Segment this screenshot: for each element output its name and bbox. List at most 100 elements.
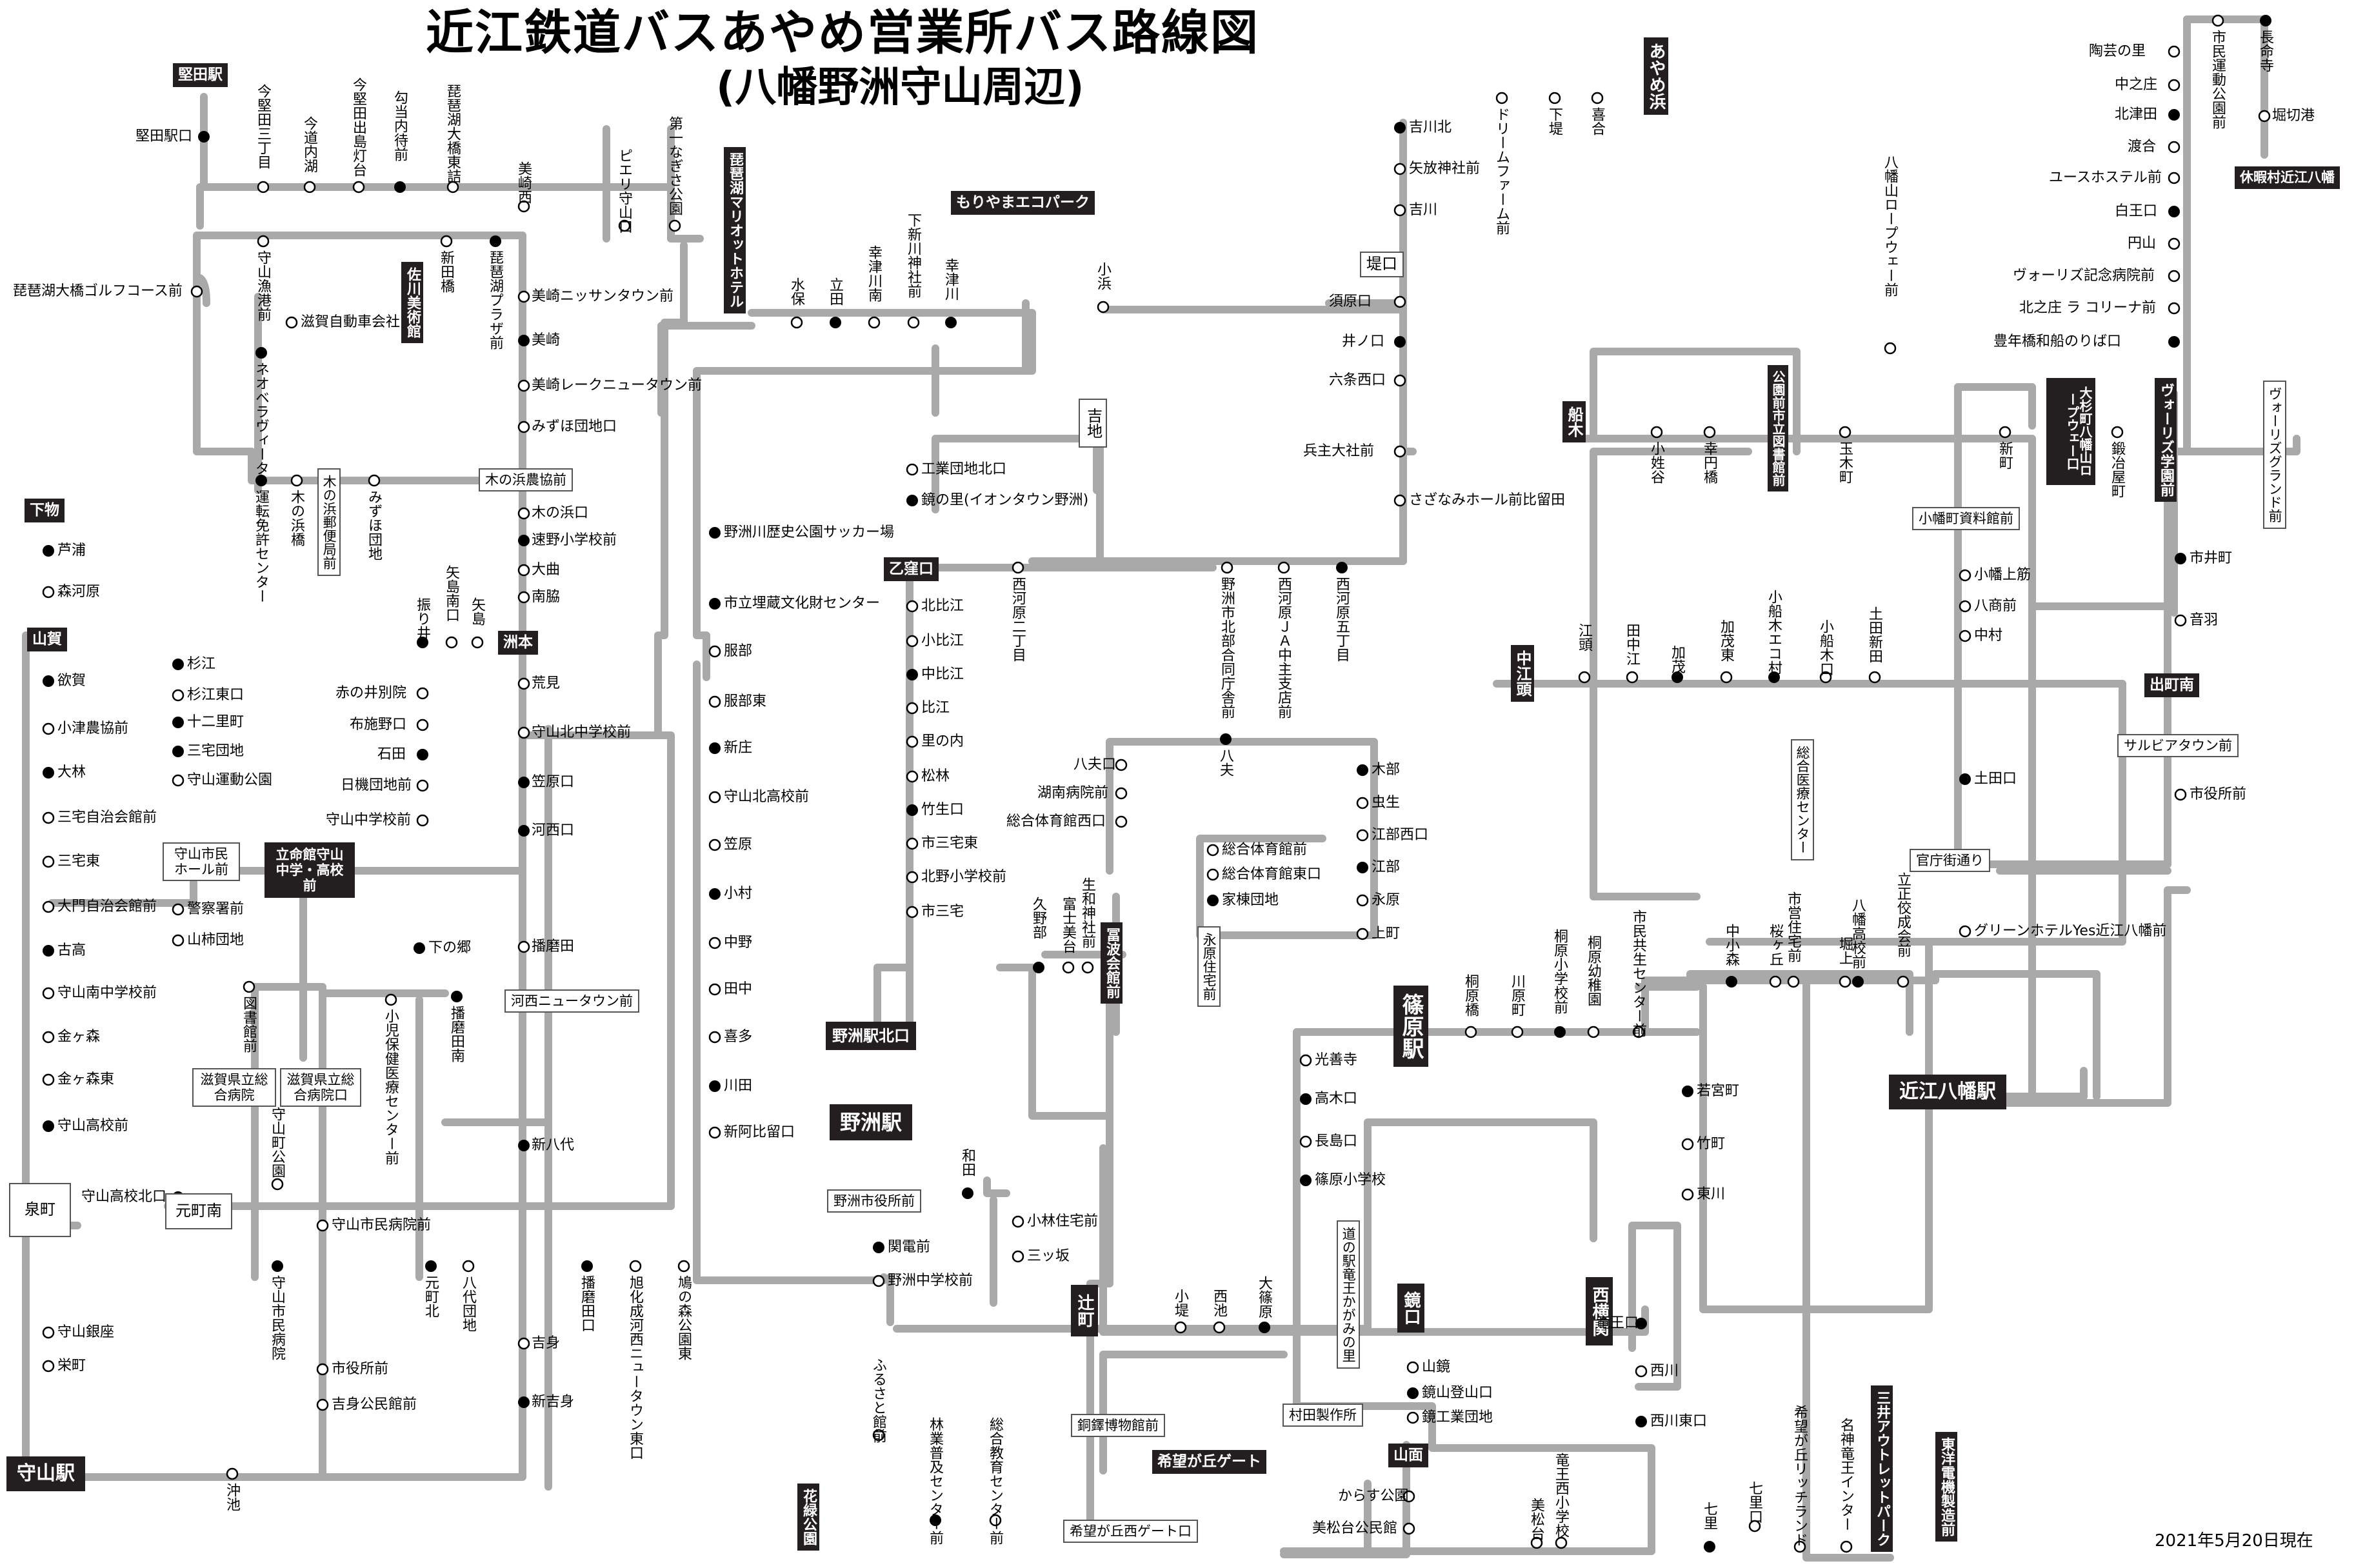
stop-marker-moriyama_civic_hosp[interactable]	[316, 1219, 329, 1232]
stop-marker-harimada[interactable]	[517, 940, 530, 953]
stop-label-tsuchida[interactable]: 土田口	[1974, 771, 2017, 787]
stop-label-shinhachi[interactable]: 新八代	[532, 1137, 575, 1153]
hub-kibo-gate[interactable]: 希望が丘ゲート	[1152, 1450, 1266, 1474]
box-muratasei[interactable]: 村田製作所	[1282, 1404, 1363, 1427]
stop-label-vories_hosp[interactable]: ヴォーリズ記念病院前	[2013, 268, 2155, 284]
stop-label-mushiu[interactable]: 虫生	[1372, 795, 1401, 811]
hub-vories-gakuen[interactable]: ヴォーリズ学園前	[2155, 378, 2177, 502]
box-shiga-hosp2[interactable]: 滋賀県立総合病院口	[280, 1068, 361, 1107]
box-kibogaoka[interactable]: 希望が丘西ゲート口	[1063, 1520, 1198, 1543]
stop-label-shimin_kyosei[interactable]: 市民共生センター前	[1630, 909, 1646, 1037]
stop-marker-library[interactable]	[243, 980, 255, 993]
stop-label-tomi[interactable]: 富士美台	[1060, 897, 1076, 953]
stop-label-hachiman_rope[interactable]: 八幡山ロープウェー前	[1882, 155, 1898, 297]
stop-label-yaso_hosp[interactable]: 湖南病院前	[1037, 785, 1109, 801]
stop-marker-kajiyamachi[interactable]	[2111, 426, 2124, 439]
stop-marker-obayashi[interactable]	[43, 767, 54, 779]
stop-label-kasai[interactable]: 河西口	[532, 822, 575, 839]
stop-marker-oshinohara[interactable]	[1259, 1322, 1270, 1333]
stop-marker-ashiura[interactable]	[43, 545, 54, 557]
stop-label-kajiyamachi[interactable]: 鍛冶屋町	[2109, 441, 2125, 498]
hub-katata[interactable]: 堅田駅	[173, 63, 228, 87]
stop-label-nanasato2[interactable]: 七里口	[1746, 1481, 1762, 1523]
stop-label-sogo_edu[interactable]: 総合教育センター前	[987, 1417, 1003, 1545]
stop-label-furusato[interactable]: ふるさと館前	[870, 1358, 886, 1443]
stop-marker-takagi[interactable]	[1300, 1093, 1312, 1105]
stop-marker-obama[interactable]	[1097, 301, 1110, 313]
stop-label-shiraou[interactable]: 白王口	[2115, 203, 2158, 219]
stop-marker-nagisa[interactable]	[668, 219, 681, 232]
stop-marker-motocho_n[interactable]	[425, 1260, 437, 1272]
stop-marker-hachiman_rope[interactable]	[1884, 342, 1897, 355]
stop-label-nakamura2[interactable]: 中村	[1974, 628, 2003, 644]
stop-marker-kogyo[interactable]	[906, 463, 919, 476]
stop-label-toei[interactable]: 陶芸の里	[2089, 43, 2146, 59]
stop-marker-ryuo_w_es[interactable]	[1555, 1536, 1568, 1549]
stop-label-mizuho_s[interactable]: 水保	[788, 277, 804, 306]
stop-label-chomei[interactable]: 長命寺	[2257, 30, 2273, 72]
stop-marker-morikawara[interactable]	[42, 586, 55, 599]
stop-label-sogo_gym_w[interactable]: 総合体育館西口	[1006, 813, 1106, 829]
stop-label-kita[interactable]: 喜多	[724, 1029, 753, 1045]
stop-marker-tanakae[interactable]	[1626, 671, 1639, 684]
stop-label-moriyama_hosp[interactable]: 守山市民病院	[269, 1275, 285, 1360]
stop-marker-ko_hie[interactable]	[906, 635, 919, 648]
stop-label-suhara[interactable]: 須原口	[1329, 293, 1372, 310]
stop-label-morikawara[interactable]: 森河原	[57, 584, 101, 600]
stop-label-misaki[interactable]: 美崎	[532, 332, 561, 348]
stop-marker-nakakomori[interactable]	[1726, 976, 1737, 987]
stop-label-miyake[interactable]: 三宅団地	[187, 743, 244, 759]
stop-label-yahata[interactable]: 矢放神社前	[1409, 161, 1481, 177]
stop-marker-kokko[interactable]	[1394, 122, 1406, 134]
box-sogo-iryo[interactable]: 総合医療センター	[1791, 739, 1815, 860]
stop-marker-hattori[interactable]	[708, 645, 721, 658]
stop-label-kobayashi[interactable]: 小林住宅前	[1027, 1213, 1099, 1229]
hub-yamazura[interactable]: 山面	[1388, 1444, 1428, 1467]
stop-marker-akanoi[interactable]	[416, 687, 429, 700]
stop-marker-kibo_rich[interactable]	[1793, 1540, 1806, 1553]
stop-marker-mitsuzaka[interactable]	[1012, 1250, 1024, 1263]
stop-marker-ebe_w[interactable]	[1356, 829, 1369, 842]
stop-label-arami[interactable]: 荒見	[532, 675, 561, 691]
stop-label-moriyama_hs_n[interactable]: 守山高校北口	[81, 1189, 167, 1205]
hub-shinohara-station[interactable]: 篠原駅	[1393, 986, 1428, 1067]
box-kinohama-post[interactable]: 木の浜郵便局前	[317, 468, 341, 576]
hub-biwako-marriott[interactable]: 琵琶湖マリオットホテル	[724, 147, 746, 313]
stop-marker-wada[interactable]	[962, 1187, 973, 1199]
stop-label-niisho[interactable]: 新庄	[724, 740, 753, 756]
stop-marker-mizuho_s[interactable]	[790, 316, 803, 329]
stop-label-sazanami[interactable]: さざなみホール前比留田	[1409, 492, 1566, 508]
stop-marker-dream[interactable]	[1495, 92, 1508, 104]
stop-marker-nakamura[interactable]	[708, 937, 721, 949]
stop-label-library[interactable]: 図書館前	[241, 996, 257, 1053]
hub-omihachiman-station[interactable]: 近江八幡駅	[1889, 1075, 2006, 1109]
stop-label-rokujo[interactable]: 六条西口	[1329, 372, 1386, 388]
stop-marker-hattori_e[interactable]	[708, 695, 721, 708]
stop-marker-nishikawara2[interactable]	[1012, 561, 1024, 574]
stop-marker-yasukawa[interactable]	[709, 527, 721, 539]
stop-label-ebe[interactable]: 江部	[1372, 859, 1401, 875]
stop-marker-tanaka[interactable]	[708, 983, 721, 996]
stop-label-kodomo[interactable]: 小児保健医療センター前	[383, 1009, 399, 1165]
stop-label-miyake_e[interactable]: 三宅東	[57, 853, 101, 869]
stop-marker-nakamura2[interactable]	[1959, 630, 1971, 642]
stop-marker-misho[interactable]	[1530, 1536, 1543, 1549]
stop-label-kuno[interactable]: 久野部	[1030, 897, 1046, 939]
hub-outlet[interactable]: 三井アウトレットパーク	[1871, 1385, 1893, 1552]
stop-marker-kagamiyama[interactable]	[1407, 1387, 1419, 1399]
stop-marker-imamichi[interactable]	[303, 181, 316, 194]
stop-marker-bisho[interactable]	[1402, 1522, 1415, 1535]
stop-marker-yashiro[interactable]	[462, 1260, 475, 1273]
stop-marker-kamimachi[interactable]	[1356, 928, 1369, 940]
stop-marker-kamo_e[interactable]	[1720, 671, 1733, 684]
stop-marker-piyeri_guchi[interactable]	[618, 219, 631, 232]
stop-label-shiei[interactable]: 市営住宅前	[1785, 891, 1801, 962]
stop-label-oyone[interactable]: 小姓谷	[1648, 441, 1664, 484]
hub-chuei[interactable]: 中江頭	[1511, 645, 1534, 702]
box-shiga-hosp[interactable]: 滋賀県立総合病院	[192, 1068, 276, 1107]
stop-label-moriyama_sports[interactable]: 守山運動公園	[187, 772, 273, 788]
stop-label-nishikawa_e[interactable]: 西川東口	[1650, 1413, 1708, 1429]
stop-label-watari[interactable]: 渡合	[2128, 139, 2157, 155]
stop-marker-grand_hotel[interactable]	[1959, 925, 1971, 938]
stop-label-nunose[interactable]: 布施野口	[350, 717, 407, 733]
